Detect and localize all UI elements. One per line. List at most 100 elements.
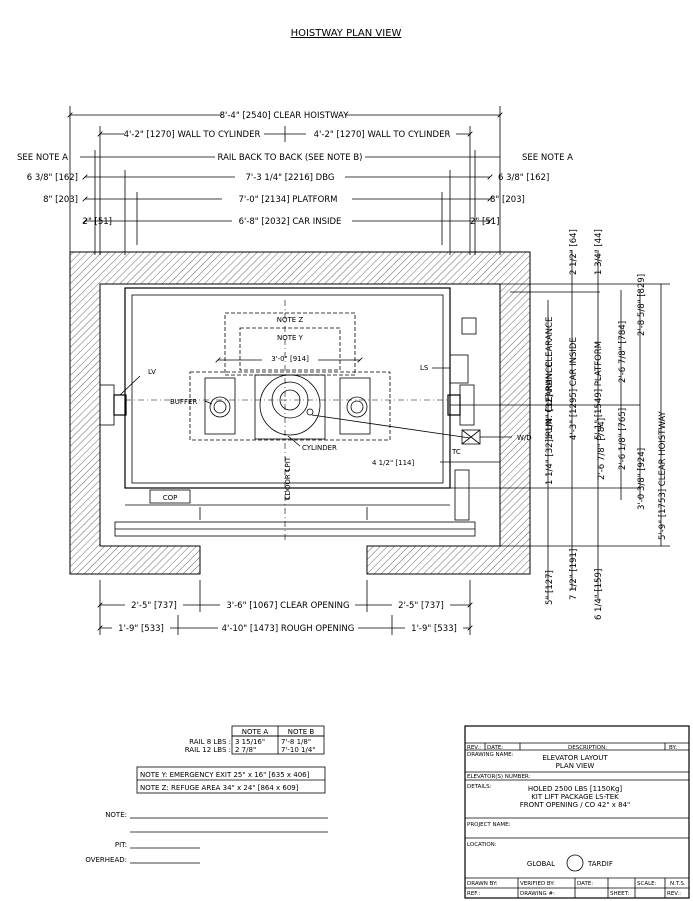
dim-wall-to-cyl-right: 4'-2" [1270] WALL TO CYLINDER (314, 130, 451, 140)
dim-d5: 2'-6 1/8" [765] (618, 408, 628, 470)
tb-drawing-no: DRAWING #: (520, 891, 555, 897)
see-note-a-left: SEE NOTE A (17, 153, 68, 163)
tb-rev: REV.: (467, 745, 481, 751)
dim-d6: 3'-0 3/8" [924] (637, 448, 647, 510)
dim-rail-btb: RAIL BACK TO BACK (SEE NOTE B) (218, 153, 363, 163)
rail-row1-label: RAIL 8 LBS : (189, 738, 231, 746)
cop-label: COP (163, 494, 178, 502)
tb-drawing-name-2: PLAN VIEW (556, 762, 595, 770)
hoistway-walls (69, 251, 531, 575)
dim-platform-depth: 5'-1" [1549] PLATFORM (594, 341, 604, 440)
dim-clear-opening: 3'-6" [1067] CLEAR OPENING (226, 601, 349, 611)
dim-d2: 1 3/4" [44] (594, 229, 604, 275)
lv-label: LV (148, 368, 156, 376)
dim-clear-hoistway-depth: 5'-9" [1753] CLEAR HOISTWAY (658, 410, 668, 540)
dim-d1b: 1 1/4" [32] RUN. CLEARANCE (545, 362, 555, 485)
rail-row2-label: RAIL 12 LBS : (185, 746, 231, 754)
tb-details-2: KIT LIFT PACKAGE LS-TEK (531, 793, 619, 801)
dim-side-right-1: 6 3/8" [162] (498, 173, 549, 183)
tb-drawing-name-label: DRAWING NAME: (467, 752, 514, 758)
top-dimensions: 8'-4" [2540] CLEAR HOISTWAY 4'-2" [1270]… (17, 106, 573, 255)
note-field-label: NOTE: (105, 811, 127, 819)
tb-rev2: REV.: (667, 891, 681, 897)
tc-label: TC (451, 448, 461, 456)
tb-scale: SCALE: (637, 881, 657, 887)
emergency-exit-areas: NOTE Z NOTE Y 3'-0" [914] (218, 312, 360, 376)
dim-b2: 2'-5" [737] (398, 601, 444, 611)
fields: NOTE: PIT: OVERHEAD: (85, 811, 328, 864)
dim-b4: 1'-9" [533] (411, 624, 457, 634)
dim-d8: 7 1/2" [191] (569, 549, 579, 600)
tb-verified-by: VERIFIED BY: (520, 881, 555, 887)
pit-field-label: PIT: (115, 841, 127, 849)
tb-sheet: SHEET: (610, 891, 629, 897)
dim-wall-to-cyl-left: 4'-2" [1270] WALL TO CYLINDER (124, 130, 261, 140)
tb-project-name: PROJECT NAME: (467, 822, 511, 828)
cylinder-assembly (125, 371, 450, 441)
tb-ref: REF.: (467, 891, 480, 897)
note-y-text: NOTE Y: EMERGENCY EXIT 25" x 16" [635 x … (140, 771, 310, 779)
tb-drawing-name-1: ELEVATOR LAYOUT (542, 754, 608, 762)
bottom-dimensions: 2'-5" [737] 3'-6" [1067] CLEAR OPENING 2… (100, 580, 470, 635)
rail-row1-b: 7'-8 1/8" (281, 738, 311, 746)
tb-location: LOCATION: (467, 842, 497, 848)
tb-by: BY: (669, 745, 677, 751)
tb-elevator-no: ELEVATOR(S) NUMBER: (467, 774, 531, 780)
note-z-label: NOTE Z (277, 316, 304, 324)
dim-clear-hoistway: 8'-4" [2540] CLEAR HOISTWAY (220, 111, 350, 121)
dim-car-inside-depth: 4'-3" [1295] CAR INSIDE (569, 337, 579, 440)
dim-side-left-2: 8" [203] (43, 195, 78, 205)
globe-icon (566, 854, 584, 872)
car-enclosure: COP (114, 287, 476, 537)
tb-date: DATE: (487, 745, 503, 751)
dim-d3: 2'-6 7/8" [784] (597, 418, 607, 480)
rail-table-head-b: NOTE B (288, 728, 315, 736)
note-z-text: NOTE Z: REFUGE AREA 34" x 24" [864 x 609… (140, 784, 299, 792)
dim-side-right-3: 2" [51] (470, 217, 499, 227)
tb-scale-val: N.T.S. (670, 881, 686, 887)
title-block: REV.: DATE: DESCRIPTION: BY: DRAWING NAM… (464, 725, 690, 899)
note-y-label: NOTE Y (277, 334, 304, 342)
rail-row2-b: 7'-10 1/4" (281, 746, 316, 754)
dim-d1: 2 1/2" [64] (569, 229, 579, 275)
dim-run-clearance: 1 1/4" [32] RUN. CLEARANCE (545, 317, 555, 440)
overhead-field-label: OVERHEAD: (85, 856, 127, 864)
tb-details-3: FRONT OPENING / CO 42" x 84" (520, 801, 631, 809)
ls-label: LS (420, 364, 429, 372)
dim-d7: 5" [127] (545, 570, 555, 605)
see-note-a-right: SEE NOTE A (522, 153, 573, 163)
tb-company-left: GLOBAL (527, 860, 555, 868)
door-cl-label: ℄DOOR ℄PIT (284, 456, 292, 500)
dim-side-left-3: 2" [51] (83, 217, 112, 227)
dim-platform: 7'-0" [2134] PLATFORM (238, 195, 337, 205)
tb-drawn-by: DRAWN BY: (467, 881, 498, 887)
right-dimensions: 2 1/2" [64] 1 3/4" [44] 1 1/4" [32] RUN.… (450, 229, 670, 620)
tb-details-1: HOLED 2500 LBS [1150Kg] (528, 785, 623, 793)
page-title: HOISTWAY PLAN VIEW (291, 28, 402, 39)
dim-d4a: 2'-6 7/8" [784] (618, 321, 628, 383)
cyl-spacing-dim: 3'-0" [914] (271, 355, 309, 363)
rail-row2-a: 2 7/8" (235, 746, 256, 754)
notes-box: NOTE Y: EMERGENCY EXIT 25" x 16" [635 x … (136, 766, 326, 794)
tb-company-right: TARDIF (587, 860, 613, 868)
rail-table: NOTE A NOTE B RAIL 8 LBS : 3 15/16" 7'-8… (185, 725, 325, 755)
rail-table-head-a: NOTE A (242, 728, 269, 736)
dim-rough-opening: 4'-10" [1473] ROUGH OPENING (222, 624, 355, 634)
rail-row1-a: 3 15/16" (235, 738, 265, 746)
dim-dbg: 7'-3 1/4" [2216] DBG (246, 173, 335, 183)
tb-date2: DATE: (577, 881, 593, 887)
dim-side-left-1: 6 3/8" [162] (27, 173, 78, 183)
buffer-label: BUFFER (170, 398, 197, 406)
dim-car-inside: 6'-8" [2032] CAR INSIDE (239, 217, 342, 227)
cylinder-label: CYLINDER (302, 444, 337, 452)
wd-label: W/D (517, 434, 532, 442)
dim-side-right-2: 8" [203] (490, 195, 525, 205)
dim-d9: 6 1/4" [159] (594, 569, 604, 620)
dim-b3: 1'-9" [533] (118, 624, 164, 634)
tb-details-label: DETAILS: (467, 784, 492, 790)
gap-dim-label: 4 1/2" [114] (372, 459, 414, 467)
dim-b1: 2'-5" [737] (131, 601, 177, 611)
tb-description: DESCRIPTION: (568, 745, 607, 751)
dim-d4: 2'-8 5/8" [829] (637, 274, 647, 336)
